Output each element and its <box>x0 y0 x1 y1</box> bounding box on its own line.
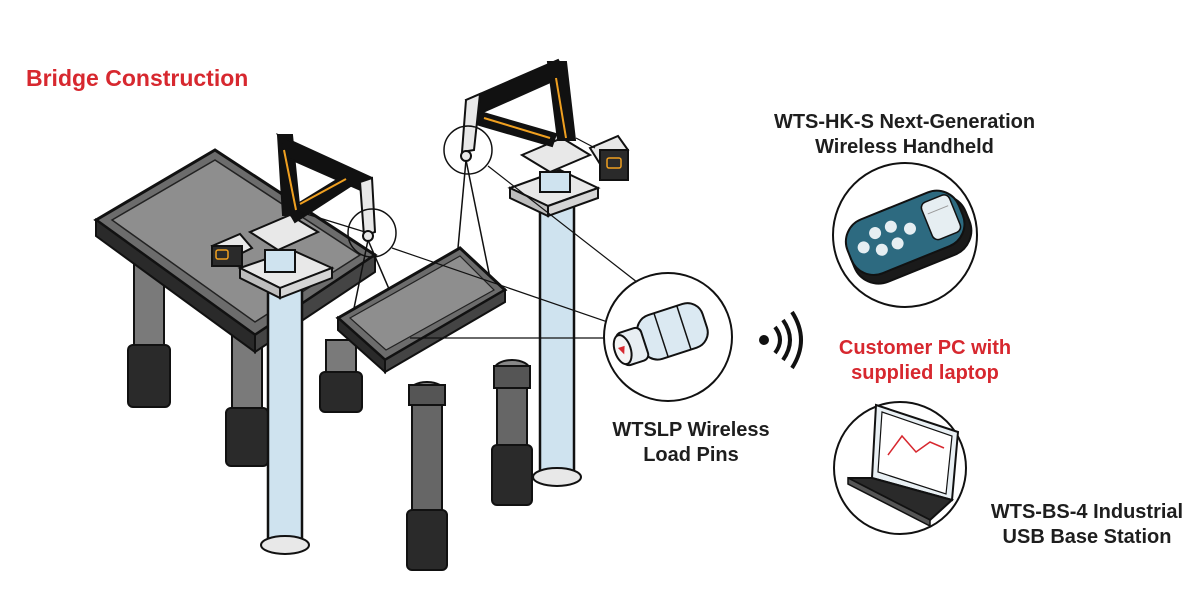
pc-label-line1: Customer PC with <box>838 337 1012 359</box>
load-pins-label: WTSLP Wireless Load Pins <box>596 418 786 468</box>
pc-label: Customer PC with supplied laptop <box>820 336 1030 386</box>
left-lifting-frame <box>210 133 377 273</box>
load-pin-callout-left <box>347 208 397 258</box>
handheld-label-line2: Wireless Handheld <box>815 136 994 158</box>
load-pin-icon <box>603 272 733 402</box>
right-lifting-frame <box>460 58 630 193</box>
suspended-bridge-segment <box>299 137 596 375</box>
load-pins-label-line1: WTSLP Wireless <box>612 419 770 441</box>
page-title: Bridge Construction <box>26 65 249 91</box>
wireless-signal-icon <box>759 310 803 370</box>
base-station-label-line1: WTS-BS-4 Industrial <box>990 501 1184 523</box>
handheld-device-icon <box>832 162 978 308</box>
bollard-right <box>491 359 533 506</box>
base-station-label-line2: USB Base Station <box>1002 526 1172 548</box>
handheld-label-line1: WTS-HK-S Next-Generation <box>773 111 1036 133</box>
laptop-icon <box>833 401 967 535</box>
handheld-label: WTS-HK-S Next-Generation Wireless Handhe… <box>752 110 1057 160</box>
bollard-left <box>406 381 448 571</box>
load-pins-label-line2: Load Pins <box>643 444 739 466</box>
pc-label-line2: supplied laptop <box>851 362 999 384</box>
base-station-label: WTS-BS-4 Industrial USB Base Station <box>972 500 1200 550</box>
load-pin-callout-right <box>443 125 493 175</box>
